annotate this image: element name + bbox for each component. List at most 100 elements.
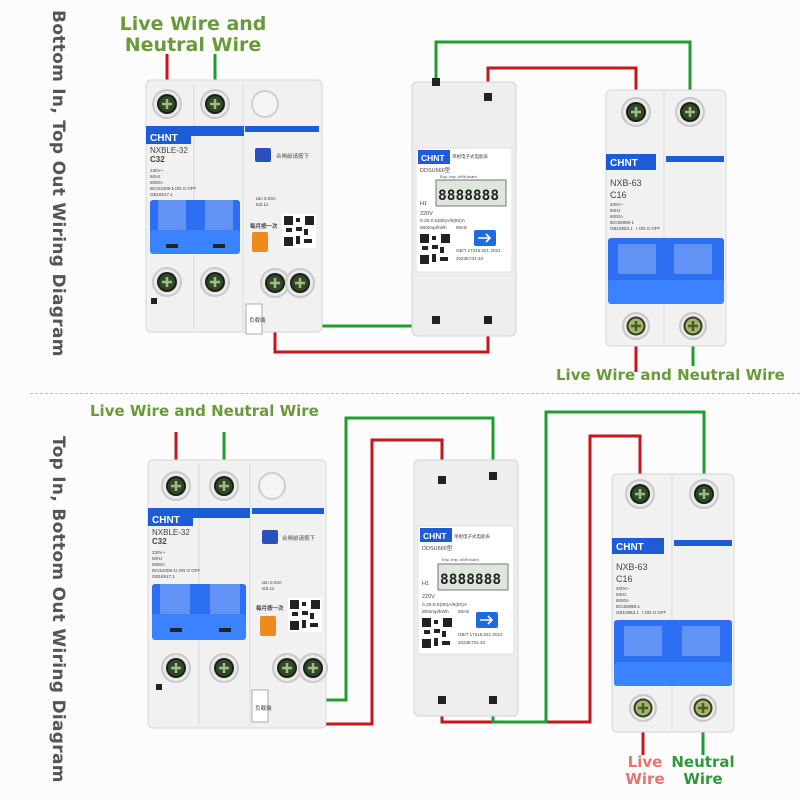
s2-mcb-toggle-handle[interactable] (614, 662, 732, 686)
s2-rcbo-bottom-terminal-n (208, 652, 240, 684)
s2-mcb-brand: CHNT (616, 542, 644, 553)
s2-mcb-top-terminal-l (624, 478, 656, 510)
s1-meter-lcd (435, 179, 507, 207)
s1-rcbo-model: NXBLE-32 (150, 146, 188, 155)
s2-rcbo-top-terminal-l (160, 470, 192, 502)
s2-rcbo-brand: CHNT (152, 515, 180, 526)
s2-meter-model: DDSU666型 (422, 544, 453, 552)
s2-live-out-wire (440, 434, 642, 724)
s1-rcbo-rating: C32 (150, 155, 165, 164)
s1-mcb-spec-2: 6000A (610, 214, 623, 219)
s2-rcbo-model: NXBLE-32 (152, 528, 190, 537)
s1-mcb-spec-1: 50Hz (610, 208, 621, 213)
s1-mcb: CHNT NXB-63 C16 400V~ 50Hz 6000A IEC6089… (605, 89, 727, 347)
s1-rcbo-spec-2: 6000A (150, 180, 163, 185)
s1-rcbo-leak-spec: IΔn 0.03A (256, 196, 276, 201)
s1-rcbo-trip-spec: t≤0.1s (256, 202, 269, 207)
s2-rcbo-top-terminal-n (208, 470, 240, 502)
s2-meter-cert: 2023E731-33 (458, 640, 486, 645)
s1-rcbo-test-label: 每月按一次 (250, 222, 278, 230)
s1-meter-impulse: 800imp/kWh (420, 225, 447, 231)
s2-rcbo-spec-0: 230V~ (152, 550, 166, 555)
s1-meter-type: 单相电子式电能表 (452, 153, 488, 160)
s1-meter-current: 0.25-0.5(80)A/5(80)A (420, 218, 466, 224)
s2-rcbo-load-terminal-n (297, 652, 329, 684)
s2-rcbo-bottom-terminal-l (160, 652, 192, 684)
s1-mcb-model: NXB-63 (610, 178, 642, 188)
s1-mcb-toggle-handle[interactable] (608, 280, 724, 304)
s2-meter-standard: GB/T 17215.321-2021 (458, 632, 503, 637)
s2-meter-units: Exp. Imp. kWh kvarh (442, 557, 479, 562)
s1-rcbo-bottom-terminal-n (199, 266, 231, 298)
s2-rcbo-load-label: 负载端 (255, 704, 272, 712)
s2-rcbo-close-note: 合闸前请按下 (282, 534, 316, 542)
s1-rcbo-spec-0: 230V~ (150, 168, 164, 173)
s2-rcbo-load-terminal-l (271, 652, 303, 684)
s2-rcbo-test-label: 每月按一次 (256, 604, 284, 612)
s1-meter-voltage: 220V (420, 211, 433, 217)
s2-mcb-spec-0: 400V~ (616, 586, 630, 591)
s1-meter-freq: 50Hz (456, 225, 468, 231)
s1-meter-qr-code (418, 232, 452, 266)
s1-mcb-bottom-terminal-n (678, 311, 708, 341)
s1-rcbo-load-terminal-n (284, 267, 316, 299)
s1-meter-h-label: H1 (420, 201, 427, 207)
s2-rcbo-test-button[interactable] (260, 616, 276, 636)
s1-meter-brand: CHNT (421, 153, 445, 163)
s2-meter-arrow-icon (480, 615, 494, 625)
s2-meter-voltage: 220V (422, 594, 435, 600)
section-divider (30, 393, 800, 394)
s2-rcbo-spec-1: 50Hz (152, 556, 163, 561)
s1-rcbo-reset-button[interactable] (255, 148, 271, 162)
s2-mcb-rating: C16 (616, 574, 633, 584)
s2-meter: CHNT 单相电子式电能表 DDSU666型 8888888 H1 220V 0… (413, 459, 519, 717)
s2-mcb-spec-1: 50Hz (616, 592, 627, 597)
s1-rcbo-brand: CHNT (150, 133, 178, 144)
s1-rcbo-load-label: 负载端 (249, 316, 266, 324)
section-1-output-label: Live Wire and Neutral Wire (556, 366, 785, 384)
s1-mcb-spec-0: 400V~ (610, 202, 624, 207)
s2-rcbo-spec-4: GB16917.1 (152, 574, 175, 579)
s2-meter-freq: 50Hz (458, 609, 470, 615)
s2-meter-qr-code (420, 616, 454, 650)
s2-mcb-bottom-terminal-l (628, 693, 658, 723)
s2-meter-impulse: 800imp/kWh (422, 609, 449, 615)
s2-rcbo-trip-spec: t≤0.1s (262, 586, 275, 591)
s2-mcb-switch-label: I ON O OFF (642, 610, 667, 615)
s1-meter-model: DDSU666型 (420, 166, 451, 174)
s2-meter-lcd (437, 563, 509, 591)
s1-meter: CHNT 单相电子式电能表 DDSU666型 8888888 H1 220V 0… (411, 78, 517, 337)
s2-rcbo-spec-2: 6000A (152, 562, 165, 567)
s1-mcb-bottom-terminal-l (621, 311, 651, 341)
s2-mcb-spec-2: 6000A (616, 598, 629, 603)
s2-mcb-top-terminal-n (688, 478, 720, 510)
s2-mcb-model: NXB-63 (616, 562, 648, 572)
s2-meter-reading: 8888888 (440, 572, 501, 588)
s1-neutral-out-wire (434, 40, 692, 110)
s1-rcbo-bottom-terminal-l (151, 266, 183, 298)
s1-mcb-rating: C16 (610, 190, 627, 200)
s1-mcb-spec-4: GB10963.1 (610, 226, 633, 231)
s2-rcbo-leak-spec: IΔn 0.03A (262, 580, 282, 585)
s2-rcbo-toggle-handle[interactable] (152, 614, 246, 640)
section-2-input-label: Live Wire and Neutral Wire (90, 402, 319, 420)
s2-rcbo-reset-button[interactable] (262, 530, 278, 544)
s2-meter-type: 单相电子式电能表 (454, 533, 490, 540)
section-2-output-live-label: Live Wire (625, 753, 665, 788)
s1-rcbo-spec-4: GB16917.1 (150, 192, 173, 197)
s2-meter-h-label: H1 (422, 581, 429, 587)
s2-rcbo-rating: C32 (152, 537, 167, 546)
s1-meter-units: Exp. Imp. kWh kvarh (440, 174, 477, 179)
section-1-input-label: Live Wire and Neutral Wire (119, 13, 267, 56)
s1-rcbo-top-terminal-l (151, 88, 183, 120)
s1-rcbo-spec-1: 50Hz (150, 174, 161, 179)
s2-rcbo: CHNT NXBLE-32 C32 230V~ 50Hz 6000A IEC61… (147, 459, 329, 729)
s2-rcbo-switch-label: I ON O OFF (176, 568, 201, 573)
s2-rcbo-spec-3: IEC61009-1 (152, 568, 177, 573)
s1-rcbo-toggle-handle[interactable] (150, 230, 240, 254)
s1-meter-arrow-icon (478, 233, 492, 243)
s1-mcb-brand: CHNT (610, 158, 638, 169)
s1-rcbo-test-button[interactable] (252, 232, 268, 252)
s1-rcbo-load-terminal-l (259, 267, 291, 299)
